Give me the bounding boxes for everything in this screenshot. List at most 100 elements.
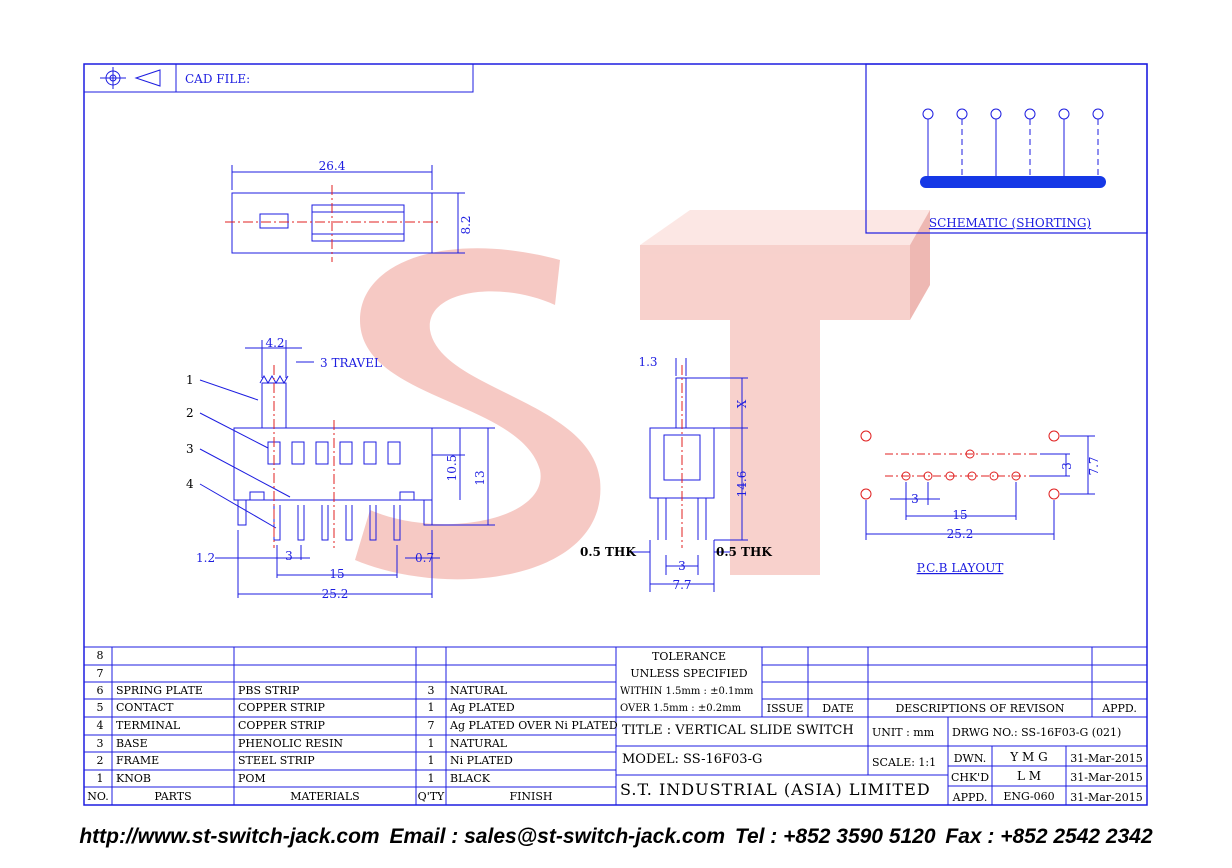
parts-cell-qty: 3	[427, 684, 435, 697]
parts-cell-material: PBS STRIP	[238, 684, 300, 697]
parts-cell-qty: 1	[427, 737, 435, 750]
projection-cone-icon	[134, 69, 161, 87]
parts-cell-part	[116, 666, 232, 682]
parts-cell-no: 4	[96, 719, 104, 732]
title-block-drwg: DRWG NO.: SS-16F03-G (021)	[952, 726, 1122, 739]
top-view	[225, 165, 465, 262]
parts-cell-no: 1	[96, 772, 104, 785]
pcb-total: 25.2	[947, 527, 974, 541]
title-block-chk-date: 31-Mar-2015	[1070, 771, 1143, 784]
parts-cell-finish	[450, 648, 614, 664]
title-block-desc: DESCRIPTIONS OF REVISON	[895, 702, 1065, 715]
parts-cell-finish: BLACK	[450, 772, 490, 785]
title-block-chk-label: CHK'D	[950, 771, 990, 784]
dim-height: 8.2	[459, 215, 473, 234]
title-block-appd: ENG-060	[1003, 790, 1055, 803]
parts-cell-qty: 1	[427, 772, 435, 785]
title-block-unit-label: UNIT : mm	[872, 726, 935, 739]
parts-cell-finish: Ag PLATED OVER Ni PLATED	[450, 719, 618, 732]
pcb-row: 3	[1060, 462, 1074, 470]
title-block-within: WITHIN 1.5mm : ±0.1mm	[620, 686, 754, 697]
parts-cell-material: STEEL STRIP	[238, 754, 315, 767]
parts-cell-part: CONTACT	[116, 701, 174, 714]
dim-knob-thk: 1.3	[638, 355, 657, 369]
parts-cell-no: 7	[96, 667, 104, 680]
footer-fax: Fax : +852 2542 2342	[945, 825, 1153, 848]
schematic-title: SCHEMATIC (SHORTING)	[929, 216, 1091, 230]
parts-cell-finish: Ag PLATED	[450, 701, 515, 714]
pcb-layout	[860, 430, 1095, 540]
dim-end-pitch: 3	[678, 559, 686, 573]
title-block-dwn-date: 31-Mar-2015	[1070, 752, 1143, 765]
parts-cell-material	[238, 666, 414, 682]
dim-height-b: 13	[473, 470, 487, 485]
parts-cell-material	[238, 648, 414, 664]
footer-url[interactable]: http://www.st-switch-jack.com	[79, 825, 380, 848]
parts-cell-qty	[416, 666, 446, 682]
parts-cell-material: PHENOLIC RESIN	[238, 737, 344, 750]
parts-cell-part	[116, 648, 232, 664]
title-block-over: OVER 1.5mm : ±0.2mm	[620, 703, 742, 714]
callout-3: 3	[186, 442, 194, 456]
pcb-title: P.C.B LAYOUT	[917, 561, 1004, 575]
contact-footer: http://www.st-switch-jack.com Email : sa…	[0, 825, 1232, 849]
parts-cell-no: 8	[96, 649, 104, 662]
table-grid	[84, 646, 1147, 805]
title-block-dwn-label: DWN.	[953, 752, 987, 765]
schematic-box	[865, 63, 1148, 234]
pcb-span: 15	[952, 508, 967, 522]
cad-file-label: CAD FILE:	[185, 72, 250, 86]
dim-x: X	[735, 399, 749, 408]
dim-right-offset: 0.7	[415, 551, 434, 565]
shorting-bus	[920, 176, 1106, 188]
title-block-line2: UNLESS SPECIFIED	[630, 667, 748, 680]
parts-cell-finish: NATURAL	[450, 737, 508, 750]
parts-header-part: PARTS	[154, 790, 192, 803]
callout-1: 1	[186, 373, 194, 387]
parts-cell-qty: 1	[427, 701, 435, 714]
pcb-pitch: 3	[911, 492, 919, 506]
parts-header-qty: Q'TY	[417, 790, 445, 803]
parts-cell-part: SPRING PLATE	[116, 684, 203, 697]
dim-total: 25.2	[322, 587, 349, 601]
parts-cell-qty: 7	[427, 719, 435, 732]
end-view	[628, 358, 748, 592]
title-block-title: TITLE : VERTICAL SLIDE SWITCH	[622, 723, 854, 738]
parts-header-no: NO.	[87, 790, 109, 803]
dim-height-a: 10.5	[445, 455, 459, 482]
parts-cell-part: BASE	[116, 737, 148, 750]
parts-cell-qty: 1	[427, 754, 435, 767]
footer-tel: Tel : +852 3590 5120	[734, 825, 936, 848]
callout-2: 2	[186, 406, 194, 420]
pcb-height: 7.7	[1087, 456, 1101, 475]
parts-cell-part: KNOB	[116, 772, 151, 785]
title-block-line1: TOLERANCE	[652, 650, 726, 663]
parts-cell-no: 3	[96, 737, 104, 750]
dim-width: 26.4	[319, 159, 346, 173]
callout-4: 4	[186, 477, 194, 491]
dim-pitch: 3	[285, 549, 293, 563]
title-block-appd-date: 31-Mar-2015	[1070, 791, 1143, 804]
title-block-company: S.T. INDUSTRIAL (ASIA) LIMITED	[620, 780, 931, 799]
parts-cell-material: POM	[238, 772, 266, 785]
footer-email[interactable]: Email : sales@st-switch-jack.com	[389, 825, 726, 848]
parts-cell-part: FRAME	[116, 754, 160, 767]
title-block-model: MODEL: SS-16F03-G	[622, 752, 763, 767]
parts-cell-part: TERMINAL	[116, 719, 181, 732]
title-block-chk: L M	[1016, 769, 1042, 783]
dim-thk-left: 0.5 THK	[580, 545, 636, 559]
parts-cell-material: COPPER STRIP	[238, 701, 325, 714]
parts-cell-material: COPPER STRIP	[238, 719, 325, 732]
dim-end-height: 14.6	[735, 471, 749, 498]
dim-travel: 3 TRAVEL	[320, 356, 382, 370]
dim-span: 15	[329, 567, 344, 581]
side-view	[199, 340, 495, 598]
parts-header-material: MATERIALS	[290, 790, 360, 803]
dim-thk-right: 0.5 THK	[716, 545, 772, 559]
title-block-appd: APPD.	[1102, 702, 1137, 715]
title-block-date: DATE	[822, 702, 854, 715]
parts-cell-finish	[450, 666, 614, 682]
st-watermark	[355, 210, 930, 580]
title-block-dwn: Y M G	[1010, 750, 1048, 764]
